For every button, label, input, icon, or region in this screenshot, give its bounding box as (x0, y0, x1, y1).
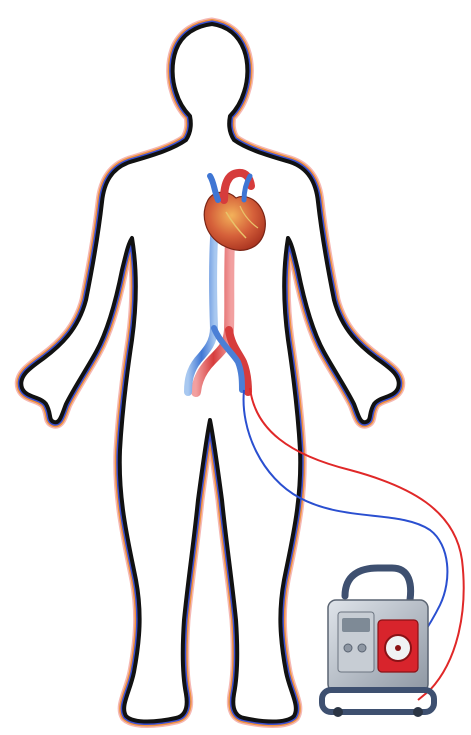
pump-hub (395, 645, 401, 651)
device-handle-frame (345, 568, 411, 600)
device-knob (344, 644, 352, 652)
device-wheel-2 (413, 707, 423, 717)
device-knob-2 (358, 644, 366, 652)
device-display (342, 618, 370, 632)
circulatory-support-device (322, 568, 434, 717)
device-wheel (333, 707, 343, 717)
